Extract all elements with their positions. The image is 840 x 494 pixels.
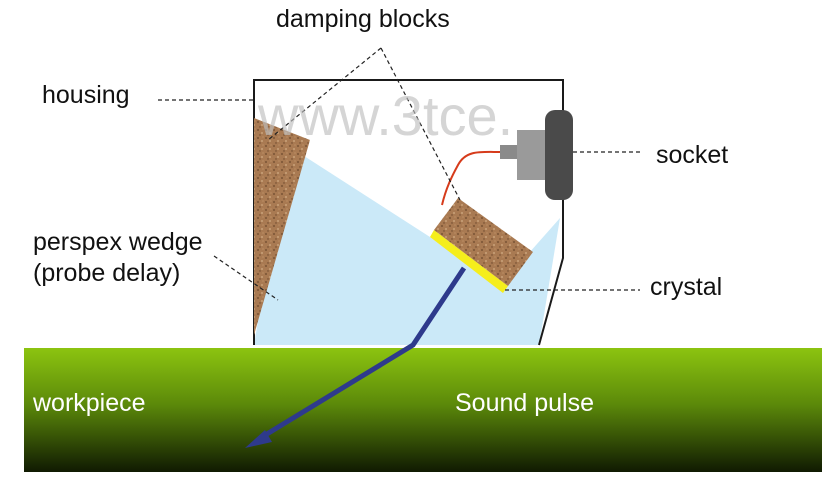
leader-perspex — [213, 255, 279, 301]
label-sound-pulse: Sound pulse — [455, 389, 594, 417]
label-damping-blocks: damping blocks — [276, 5, 450, 33]
label-socket: socket — [656, 141, 728, 169]
label-workpiece: workpiece — [32, 389, 146, 417]
socket-connector-body — [517, 130, 547, 180]
connector-wire — [441, 150, 501, 206]
sound-pulse-beam — [260, 266, 467, 440]
sound-pulse-arrowhead — [245, 430, 272, 448]
leader-damping-left — [267, 47, 382, 141]
workpiece-block — [24, 348, 822, 472]
label-housing: housing — [42, 81, 130, 109]
perspex-wedge — [254, 145, 560, 345]
damping-block-crystal — [434, 198, 533, 286]
crystal-element — [430, 230, 508, 293]
socket-body — [545, 110, 573, 200]
label-probe-delay: (probe delay) — [33, 259, 180, 287]
socket-connector-pin — [500, 145, 518, 159]
label-crystal: crystal — [650, 273, 722, 301]
label-perspex-wedge: perspex wedge — [33, 228, 203, 256]
leader-damping-crystal — [380, 47, 461, 201]
watermark-text: www.3tce. — [257, 84, 513, 147]
damping-block-left — [254, 118, 310, 335]
